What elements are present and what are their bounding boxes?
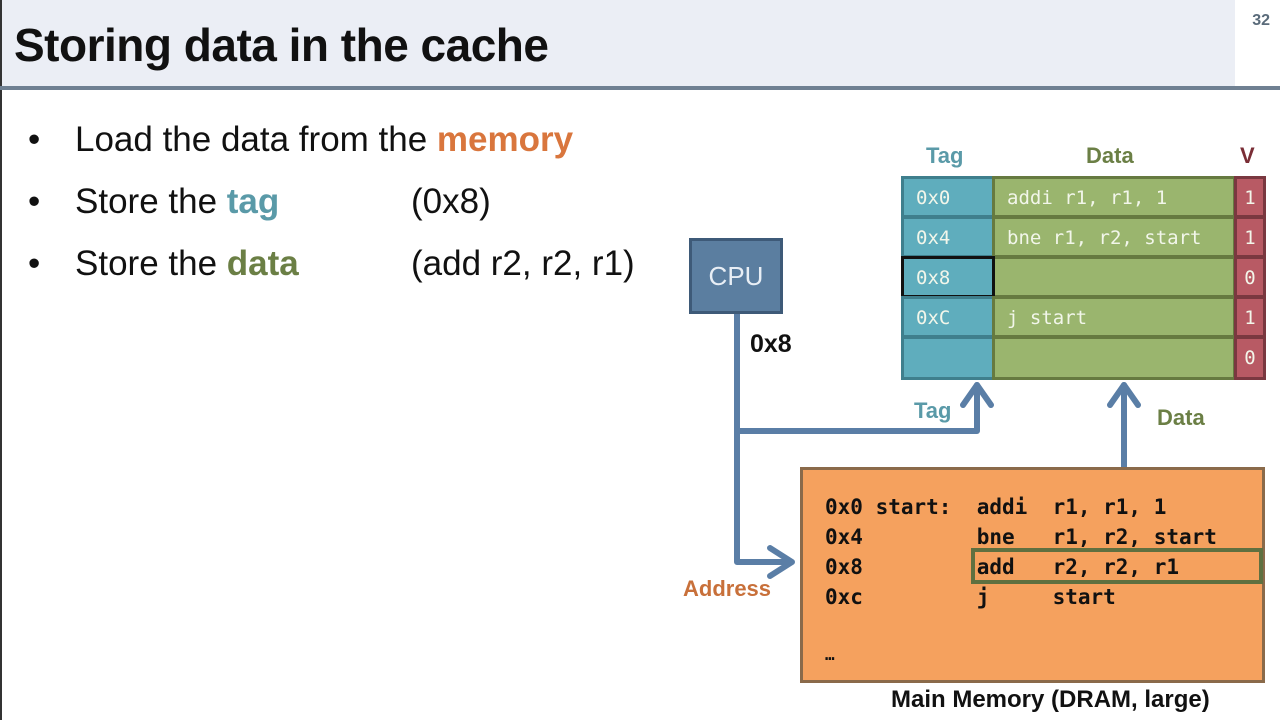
cache-tag-cell [901,336,995,380]
bullet-keyword-data: data [226,244,299,283]
cache-tag-cell: 0x0 [901,176,995,218]
cpu-address-value: 0x8 [750,330,792,358]
slide-title: Storing data in the cache [14,19,549,71]
bullet-prefix: Load the data from the [75,120,437,159]
bullet-detail: (add r2, r2, r1) [411,244,635,283]
bullet-keyword-memory: memory [436,120,574,159]
bullet-dot-icon: • [28,182,41,221]
main-memory-caption: Main Memory (DRAM, large) [891,686,1210,713]
bullet-prefix: Store the [75,244,227,283]
cache-tag-cell-highlighted: 0x8 [901,256,995,298]
bullet-text: Load the data from the memory [75,120,573,160]
cpu-address-wire [734,311,793,565]
cache-tag-header: Tag [926,143,964,168]
tag-wire-label: Tag [914,398,952,423]
bullet-text: Store the tag [75,182,279,222]
data-wire-label: Data [1157,405,1205,430]
memory-line: 0x4 bne r1, r2, start [825,525,1217,549]
slide-header: Storing data in the cache [0,0,1235,86]
bullet-dot-icon: • [28,244,41,283]
main-memory-box: 0x0 start: addi r1, r1, 1 0x4 bne r1, r2… [800,467,1265,683]
memory-line: 0x0 start: addi r1, r1, 1 [825,495,1167,519]
tag-arrow-head-icon [960,382,994,408]
memory-highlight-box [971,548,1263,584]
cpu-box: CPU [689,238,783,314]
bullet-dot-icon: • [28,120,41,159]
bullet-prefix: Store the [75,182,227,221]
data-arrow-head-icon [1107,382,1141,408]
cache-valid-header: V [1240,143,1255,168]
cache-data-cell: addi r1, r1, 1 [992,176,1236,218]
bullet-detail: (0x8) [411,182,491,221]
slide-number: 32 [1252,12,1270,29]
tag-wire [734,382,980,434]
cache-valid-cell: 0 [1234,336,1266,380]
address-wire-label: Address [683,576,772,601]
cache-data-header: Data [1086,143,1134,168]
bullet-keyword-tag: tag [226,182,280,221]
header-divider [0,86,1280,90]
address-arrow-head-icon [767,545,795,579]
memory-line: 0xc j start [825,585,1116,609]
memory-line-highlighted: 0x8 add r2, r2, r1 [825,555,1180,579]
memory-ellipsis: … [825,645,835,664]
bullet-text: Store the data [75,244,299,284]
cache-data-cell [992,336,1236,380]
slide-left-border [0,90,2,720]
cache-data-cell: bne r1, r2, start [992,216,1236,258]
